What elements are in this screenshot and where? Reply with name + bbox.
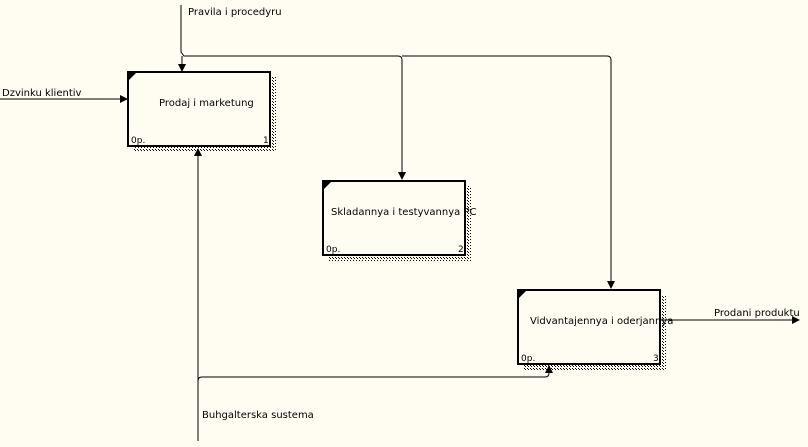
corner-triangle-icon (519, 291, 526, 298)
control-arrow[interactable]: Pravila i procedyru (178, 5, 615, 289)
box-border (322, 180, 466, 256)
control-arrow-to-box-3 (402, 55, 615, 289)
activity-box-3[interactable]: Vidvantajennya i oderjannya 0р. 3 (517, 289, 673, 370)
control-arrow-to-box-2 (180, 5, 406, 180)
box-cost: 0р. (131, 136, 145, 146)
box-title: Skladannya i testyvannya PC (331, 207, 476, 218)
box-title: Prodaj i marketung (159, 98, 254, 109)
corner-triangle-icon (129, 73, 136, 80)
input-arrow[interactable]: Dzvinku klientiv (0, 88, 128, 103)
activity-box-1[interactable]: Prodaj i marketung 0р. 1 (127, 71, 276, 152)
box-border (517, 289, 661, 365)
box-border (127, 71, 271, 147)
output-label: Prodani produktu (714, 308, 800, 319)
activity-box-2[interactable]: Skladannya i testyvannya PC 0р. 2 (322, 180, 476, 261)
box-cost: 0р. (521, 354, 535, 364)
box-title: Vidvantajennya i oderjannya (530, 316, 673, 327)
corner-triangle-icon (324, 182, 331, 189)
mechanism-arrow-to-box-3 (197, 365, 553, 382)
box-cost: 0р. (326, 245, 340, 255)
mechanism-arrow[interactable]: Buhgalterska sustema (194, 148, 553, 441)
box-number: 3 (653, 354, 659, 364)
mechanism-label: Buhgalterska sustema (202, 410, 314, 421)
output-arrow[interactable]: Prodani produktu (661, 308, 800, 324)
box-number: 1 (263, 136, 269, 146)
input-label: Dzvinku klientiv (2, 88, 82, 99)
control-label: Pravila i procedyru (188, 7, 282, 18)
box-number: 2 (458, 245, 464, 255)
